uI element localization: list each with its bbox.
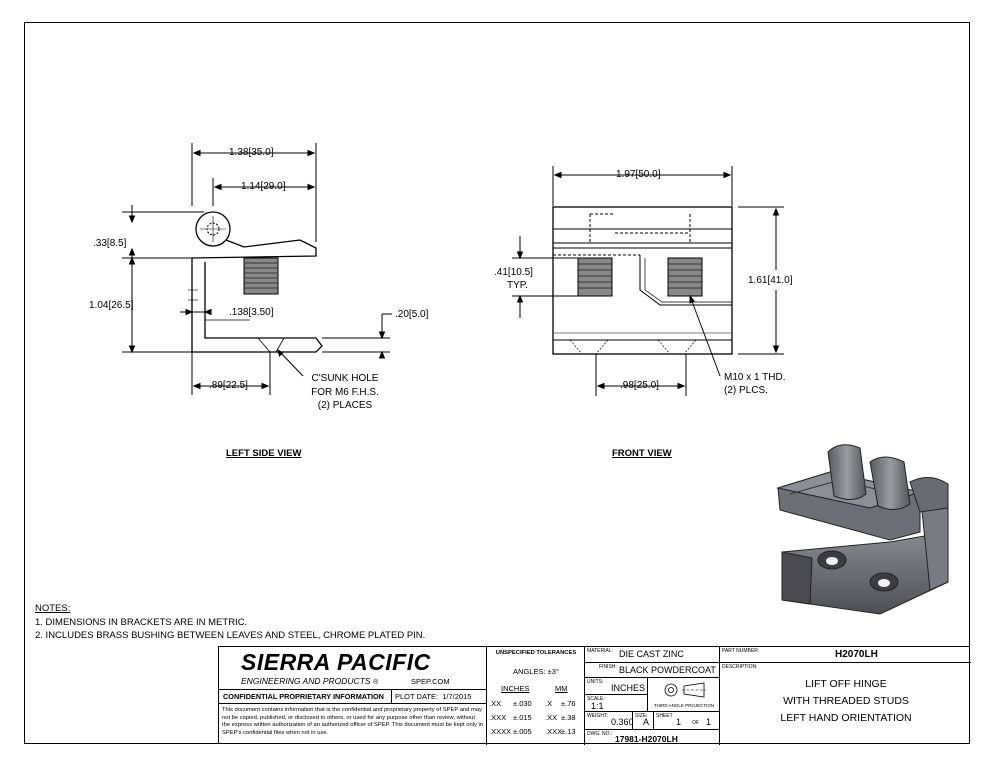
dim-0-20: .20[5.0] — [395, 309, 429, 320]
size-cell: SIZE: A — [632, 711, 653, 729]
projection-cell: THIRD ANGLE PROJECTION — [647, 677, 719, 711]
weight-cell: WEIGHT: 0.360 — [584, 711, 634, 729]
front-view-label: FRONT VIEW — [612, 448, 672, 459]
drawing-number-cell: DWG. NO.: 17981-H2070LH — [584, 729, 719, 745]
dim-typ: TYP. — [507, 280, 528, 291]
units-cell: UNITS: INCHES — [584, 677, 647, 694]
third-angle-projection-icon — [664, 682, 706, 698]
note-1: 1. DIMENSIONS IN BRACKETS ARE IN METRIC. — [35, 616, 248, 628]
finish-cell: FINISH: BLACK POWDERCOAT — [584, 662, 719, 677]
dim-0-41: .41[10.5] — [494, 267, 533, 278]
dim-0-33: .33[8.5] — [93, 238, 127, 249]
isometric-view-image — [776, 444, 949, 615]
csunk-callout: C'SUNK HOLE FOR M6 F.H.S. (2) PLACES — [311, 373, 379, 411]
description-cell: DESCRIPTION: LIFT OFF HINGE WITH THREADE… — [719, 662, 971, 745]
notes-block: NOTES: 1. DIMENSIONS IN BRACKETS ARE IN … — [35, 602, 425, 643]
company-website: SPEP.COM — [411, 677, 450, 686]
left-side-view-label: LEFT SIDE VIEW — [226, 448, 302, 459]
dim-1-04: 1.04[26.5] — [89, 300, 134, 311]
thread-callout: M10 x 1 THD. (2) PLCS. — [724, 372, 786, 396]
dim-0-138: .138[3.50] — [229, 307, 274, 318]
dim-1-38: 1.38[35.0] — [229, 147, 274, 158]
description-line-2: WITH THREADED STUDS — [783, 695, 909, 707]
company-subtitle: ENGINEERING AND PRODUCTS ® — [241, 676, 379, 686]
company-cell: SIERRA PACIFIC ENGINEERING AND PRODUCTS … — [219, 647, 486, 689]
dim-1-14: 1.14[29.0] — [241, 181, 286, 192]
material-cell: MATERIAL: DIE CAST ZINC — [584, 647, 719, 662]
dim-1-61: 1.61[41.0] — [748, 275, 793, 286]
company-logo-text: SIERRA PACIFIC — [241, 649, 431, 675]
title-block: SIERRA PACIFIC ENGINEERING AND PRODUCTS … — [218, 646, 971, 745]
legal-notice: This document contains information that … — [219, 703, 486, 745]
dim-0-98: .98[25.0] — [620, 380, 659, 391]
description-line-1: LIFT OFF HINGE — [805, 678, 887, 690]
dim-0-89: .89[22.5] — [209, 380, 248, 391]
description-line-3: LEFT HAND ORIENTATION — [780, 712, 912, 724]
dim-1-97: 1.97[50.0] — [616, 169, 661, 180]
scale-cell: SCALE: 1:1 — [584, 694, 647, 711]
plot-date-cell: PLOT DATE: 1/7/2015 — [391, 689, 486, 703]
sheet-cell: SHEET 1 OF 1 — [653, 711, 719, 729]
confidential-cell: CONFIDENTIAL PROPRIETARY INFORMATION — [219, 689, 391, 703]
part-number-cell: PART NUMBER: H2070LH — [719, 647, 971, 662]
notes-heading: NOTES: — [35, 603, 71, 614]
note-2: 2. INCLUDES BRASS BUSHING BETWEEN LEAVES… — [35, 630, 426, 641]
tolerance-cell: UNSPECIFIED TOLERANCES ANGLES: ±3° INCHE… — [486, 647, 584, 745]
